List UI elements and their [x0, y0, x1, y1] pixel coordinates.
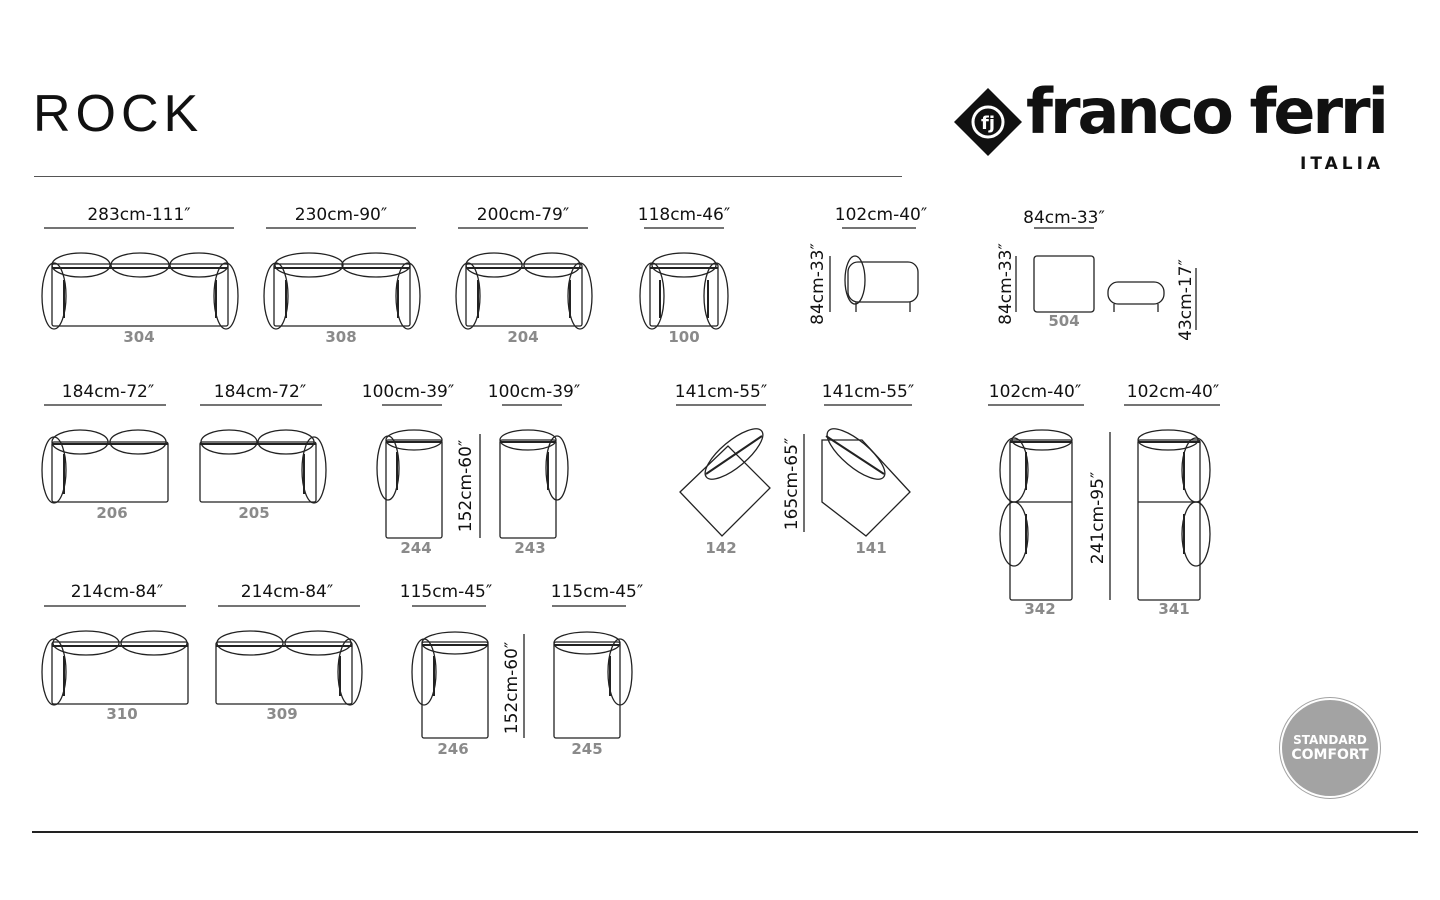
- module-310: 214cm-84″ 310: [41, 582, 189, 723]
- module-width-label: 184cm-72″: [62, 382, 154, 402]
- module-height-label: 84cm-33″: [996, 243, 1016, 325]
- module-245: 115cm-45″ 245: [551, 582, 643, 758]
- module-width-label: 100cm-39″: [488, 382, 580, 402]
- module-height-label: 84cm-33″: [808, 243, 828, 325]
- module-width-label: 84cm-33″: [1023, 208, 1105, 228]
- module-seat-height-label: 43cm-17″: [1176, 259, 1196, 341]
- module-width-label: 283cm-111″: [87, 205, 190, 225]
- module-code: 142: [705, 539, 736, 557]
- module-width-label: 184cm-72″: [214, 382, 306, 402]
- module-width-label: 214cm-84″: [71, 582, 163, 602]
- brand-emblem-icon: fj: [954, 88, 1022, 156]
- module-341: 102cm-40″ 341: [1124, 382, 1220, 618]
- module-100: 118cm-46″ 100: [638, 205, 730, 346]
- brand-name: franco ferri: [1026, 75, 1389, 148]
- svg-text:fj: fj: [981, 113, 995, 134]
- module-width-label: 102cm-40″: [989, 382, 1081, 402]
- module-code: 245: [571, 740, 602, 758]
- footer-divider: [32, 831, 1418, 833]
- module-code: 308: [325, 328, 356, 346]
- module-code: 206: [96, 504, 127, 522]
- module-204: 200cm-79″ 204: [455, 205, 593, 346]
- module-206: 184cm-72″ 206: [41, 382, 169, 522]
- module-width-label: 214cm-84″: [241, 582, 333, 602]
- module-309: 214cm-84″ 309: [215, 582, 363, 723]
- module-code: 246: [437, 740, 468, 758]
- module-depth-label: 165cm-65″: [782, 438, 802, 530]
- module-width-label: 102cm-40″: [835, 205, 927, 225]
- badge-line-1: STANDARD: [1293, 733, 1367, 747]
- module-code: 243: [514, 539, 545, 557]
- module-width-label: 118cm-46″: [638, 205, 730, 225]
- module-code: 204: [507, 328, 538, 346]
- module-code: 244: [400, 539, 431, 557]
- module-width-label: 102cm-40″: [1127, 382, 1219, 402]
- module-width-label: 115cm-45″: [400, 582, 492, 602]
- module-308: 230cm-90″ 308: [263, 205, 421, 346]
- module-code: 309: [266, 705, 297, 723]
- module-code: 304: [123, 328, 154, 346]
- module-code: 504: [1048, 312, 1079, 330]
- module-342: 102cm-40″ 241cm-95″ 342: [988, 382, 1111, 618]
- module-246: 115cm-45″ 152cm-60″ 246: [400, 582, 525, 758]
- module-depth-label: 152cm-60″: [502, 642, 522, 734]
- module-141: 141cm-55″ 141: [821, 382, 914, 557]
- badge-line-2: COMFORT: [1291, 747, 1369, 763]
- module-code: 310: [106, 705, 137, 723]
- module-code: 141: [855, 539, 886, 557]
- header-divider: [34, 176, 902, 177]
- module-142: 141cm-55″ 165cm-65″ 142: [675, 382, 805, 557]
- module-504: 84cm-33″ 84cm-33″ 504 43cm-17″: [996, 208, 1197, 341]
- module-width-label: 100cm-39″: [362, 382, 454, 402]
- module-code: 341: [1158, 600, 1189, 618]
- module-304: 283cm-111″ 304: [41, 205, 239, 346]
- module-243: 100cm-39″ 243: [488, 382, 580, 557]
- module-width-label: 141cm-55″: [822, 382, 914, 402]
- module-code: 342: [1024, 600, 1055, 618]
- module-width-label: 200cm-79″: [477, 205, 569, 225]
- module-205: 184cm-72″ 205: [199, 382, 327, 522]
- standard-comfort-badge: STANDARD COMFORT: [1282, 700, 1378, 796]
- module-width-label: 141cm-55″: [675, 382, 767, 402]
- brand-country: ITALIA: [1300, 154, 1385, 174]
- module-code: 100: [668, 328, 699, 346]
- module-code: 205: [238, 504, 269, 522]
- page-title: ROCK: [33, 85, 204, 143]
- brand-logo: fj franco ferri ITALIA: [950, 77, 1400, 176]
- module-side-view: 102cm-40″ 84cm-33″: [808, 205, 927, 325]
- module-244: 100cm-39″ 152cm-60″ 244: [362, 382, 481, 557]
- module-depth-label: 152cm-60″: [456, 440, 476, 532]
- module-depth-label: 241cm-95″: [1088, 472, 1108, 564]
- module-width-label: 115cm-45″: [551, 582, 643, 602]
- module-width-label: 230cm-90″: [295, 205, 387, 225]
